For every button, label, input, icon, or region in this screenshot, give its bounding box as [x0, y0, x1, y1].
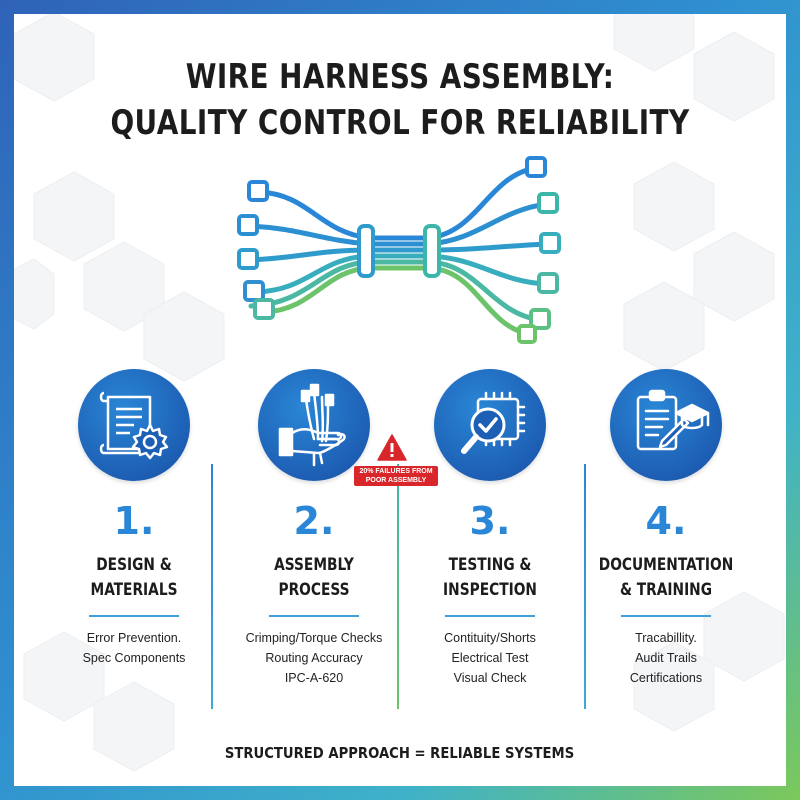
step-1-heading: DESIGN & MATERIALS	[44, 553, 224, 603]
infographic-card: WIRE HARNESS ASSEMBLY: QUALITY CONTROL F…	[14, 14, 786, 786]
step-1-heading-line-1: DESIGN &	[96, 555, 172, 575]
step-4-heading-line-1: DOCUMENTATION	[598, 555, 734, 575]
step-1-detail-2: Spec Components	[82, 651, 186, 665]
step-4-detail-1: Tracabillity.	[635, 631, 697, 645]
warning-line-2: POOR ASSEMBLY	[365, 477, 427, 484]
warning-badge: 20% FAILURES FROM POOR ASSEMBLY	[354, 466, 438, 486]
step-2-rule	[269, 615, 359, 617]
step-3-number: 3.	[469, 499, 511, 543]
magnifier-chip-check-icon	[461, 391, 526, 454]
step-2-heading-line-1: ASSEMBLY	[274, 555, 354, 575]
step-1-icon-circle	[78, 369, 190, 481]
step-3-heading-line-2: INSPECTION	[443, 580, 537, 600]
step-4-detail-3: Certifications	[629, 671, 703, 685]
wire-harness-icon	[237, 156, 561, 344]
page-title: WIRE HARNESS ASSEMBLY: QUALITY CONTROL F…	[83, 54, 716, 146]
step-3-detail-3: Visual Check	[453, 671, 527, 685]
blueprint-gear-icon	[99, 391, 169, 460]
step-3-detail-2: Electrical Test	[451, 651, 529, 665]
step-2-detail-2: Routing Accuracy	[265, 651, 363, 665]
step-4-heading-line-2: & TRAINING	[619, 580, 712, 600]
step-1-details: Error Prevention. Spec Components	[44, 628, 224, 668]
step-2-detail-3: IPC-A-620	[284, 671, 344, 685]
step-3-detail-1: Contituity/Shorts	[444, 631, 536, 645]
title-line-2: QUALITY CONTROL FOR RELIABILITY	[110, 103, 690, 143]
title-line-1: WIRE HARNESS ASSEMBLY:	[185, 57, 615, 97]
step-2-number: 2.	[293, 499, 335, 543]
step-2-icon-circle	[258, 369, 370, 481]
steps-section: 1. DESIGN & MATERIALS Error Prevention. …	[14, 369, 786, 719]
step-1-heading-line-2: MATERIALS	[90, 580, 178, 600]
step-4-number: 4.	[645, 499, 687, 543]
step-2-heading-line-2: PROCESS	[278, 580, 350, 600]
hexagon-background-pattern	[14, 14, 785, 772]
step-1-rule	[89, 615, 179, 617]
step-4-icon-circle	[610, 369, 722, 481]
column-divider-2	[397, 464, 399, 709]
step-2-heading: ASSEMBLY PROCESS	[224, 553, 404, 603]
step-3-heading: TESTING & INSPECTION	[400, 553, 580, 603]
step-4-heading: DOCUMENTATION & TRAINING	[576, 553, 756, 603]
step-3-details: Contituity/Shorts Electrical Test Visual…	[400, 628, 580, 688]
column-divider-1	[211, 464, 213, 709]
step-4-rule	[621, 615, 711, 617]
step-1-detail-1: Error Prevention.	[86, 631, 182, 645]
step-2-details: Crimping/Torque Checks Routing Accuracy …	[224, 628, 404, 688]
step-3-icon-circle	[434, 369, 546, 481]
column-divider-3	[584, 464, 586, 709]
warning-line-1: 20% FAILURES FROM	[359, 468, 433, 475]
step-3-rule	[445, 615, 535, 617]
footer-text: STRUCTURED APPROACH = RELIABLE SYSTEMS	[225, 744, 575, 762]
step-4-details: Tracabillity. Audit Trails Certification…	[576, 628, 756, 688]
step-1-number: 1.	[113, 499, 155, 543]
step-3-heading-line-1: TESTING &	[448, 555, 532, 575]
clipboard-graduation-cap-icon	[636, 389, 710, 451]
step-2-detail-1: Crimping/Torque Checks	[245, 631, 383, 645]
step-4-detail-2: Audit Trails	[635, 651, 697, 665]
hand-wires-icon	[278, 383, 346, 467]
warning-triangle-icon	[377, 434, 407, 461]
footer-tagline: STRUCTURED APPROACH = RELIABLE SYSTEMS	[14, 744, 786, 762]
